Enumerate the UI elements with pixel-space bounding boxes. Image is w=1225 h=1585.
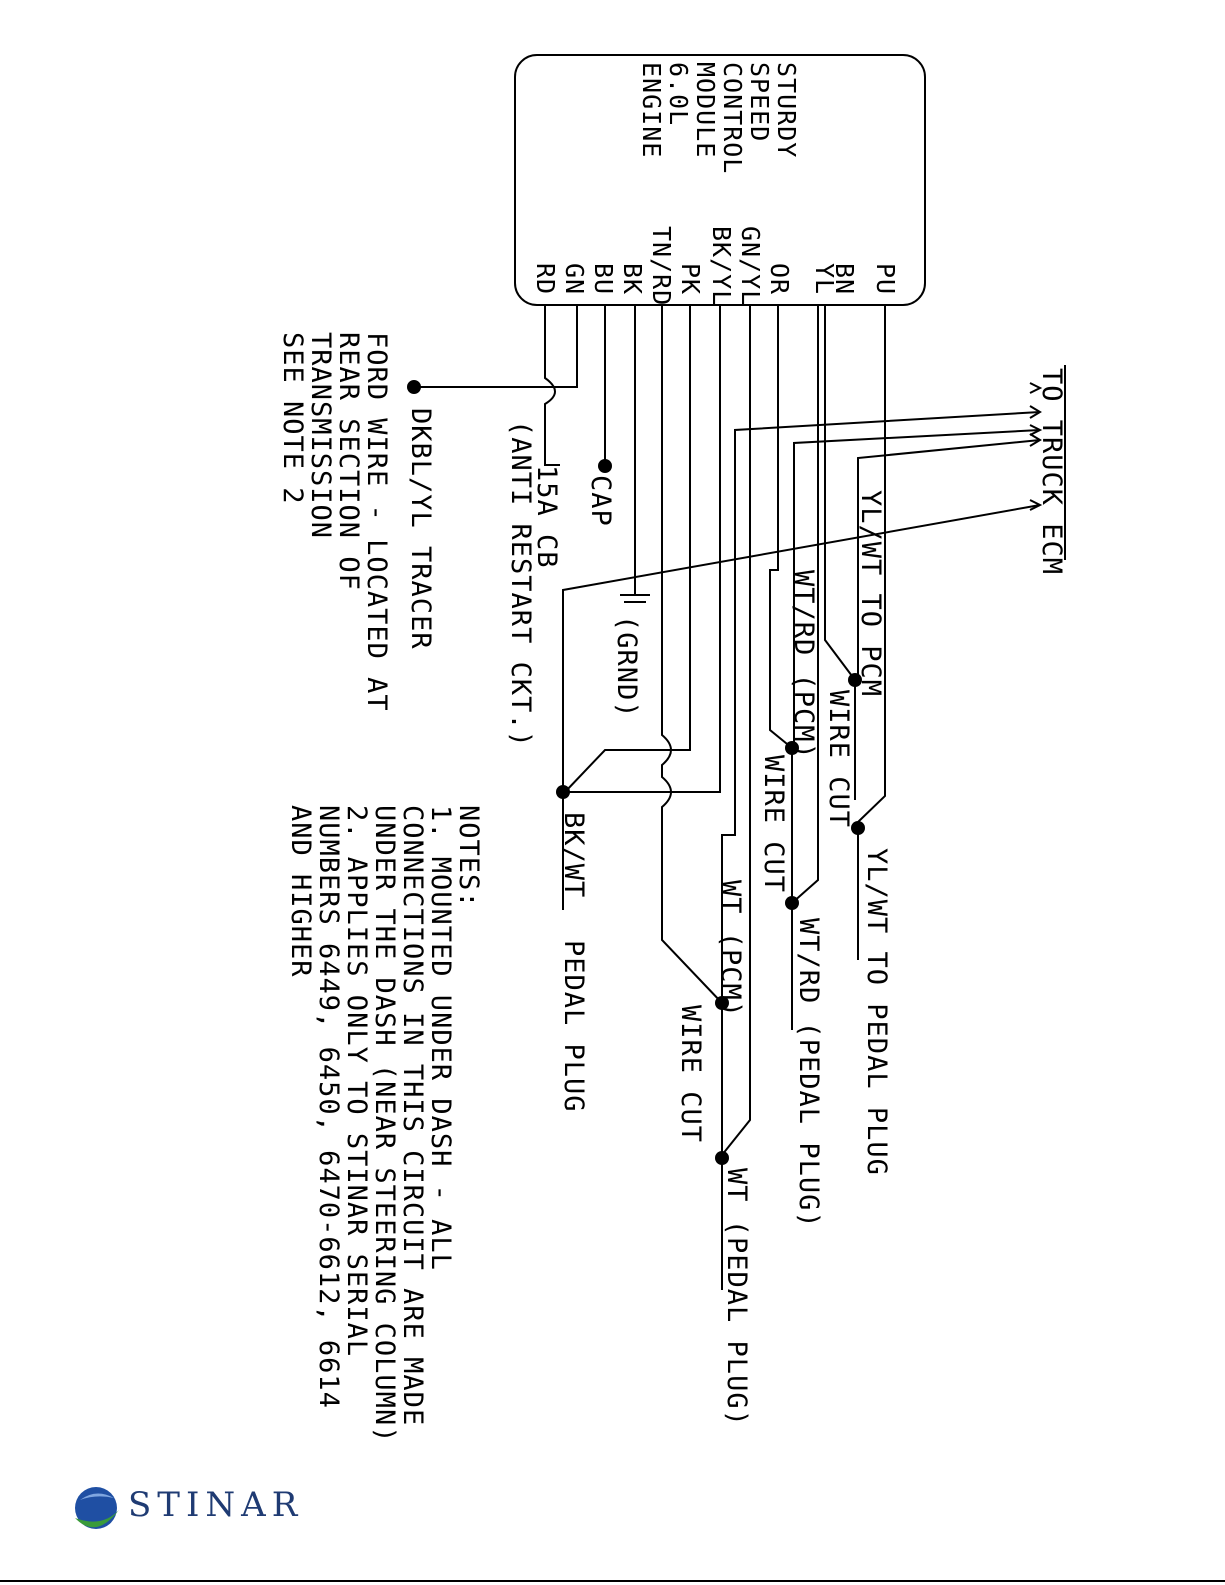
junction-dot [851,821,865,835]
bottom-rule [0,1580,1225,1582]
wires [414,305,1066,1290]
wire-tn-rd [661,305,723,1004]
module-title-line-1: STURDY [772,62,801,158]
pin-label-or: OR [765,263,794,295]
pin-label-bk-yl: BK/YL [707,226,736,306]
pin-label-pk: PK [676,263,705,295]
stinar-logo [75,1487,119,1529]
logo-highlight-icon [80,1493,114,1500]
cap-label: CAP [585,475,616,527]
wire-wt-rd-pcm [793,429,1041,748]
module-title-line-2: SPEED [745,62,774,142]
module-title-line-6: ENGINE [637,62,666,158]
junctions [407,380,865,1165]
notes: NOTES: 1. MOUNTED UNDER DASH - ALL CONNE… [285,805,484,1443]
ford-wire-line-3: TRANSMISSION [305,332,336,539]
ford-wire-line-1: FORD WIRE - LOCATED AT [361,332,392,712]
notes-line-4: 2. APPLIES ONLY TO STINAR SERIAL [341,805,372,1357]
wire-gn [414,305,578,388]
junction-dot [407,380,421,394]
junction-dot [785,741,799,755]
wire-pu [857,305,886,823]
circuit-breaker-label: 15A CB [531,465,562,569]
pin-label-pu: PU [871,263,900,295]
pin-label-tn-rd: TN/RD [647,226,676,306]
notes-line-3: UNDER THE DASH (NEAR STEERING COLUMN) [369,805,400,1443]
notes-line-6: AND HIGHER [285,805,316,978]
ford-wire-line-2: REAR SECTION OF [333,332,364,591]
arrow-head-5 [1029,499,1043,511]
wire-cut-label-2: WIRE CUT [758,755,789,893]
junction-dot [598,459,612,473]
pedal-plug-label: PEDAL PLUG [558,940,589,1113]
arrows [1029,382,1043,511]
wt-rd-pedal-plug-label: WT/RD (PEDAL PLUG) [793,918,824,1229]
notes-line-1: 1. MOUNTED UNDER DASH - ALL [425,805,456,1271]
arrow-head-4 [1029,433,1042,447]
wire-or [769,305,793,749]
module-title: STURDY SPEED CONTROL MODULE 6.0L ENGINE [637,62,801,174]
module-pins: PU BN YL OR GN/YL BK/YL PK TN/RD BK BU G… [531,226,900,306]
wire-rd [544,305,560,466]
junction-dot [556,785,570,799]
wire-yl [791,305,819,904]
wire-bk-wt [562,504,1041,792]
pin-label-rd: RD [531,263,560,295]
wire-labels: TO TRUCK ECM YL/WT TO PCM WIRE CUT YL/WT… [277,332,1067,1427]
logo-swoosh-icon [75,1510,119,1528]
junction-dot [715,1151,729,1165]
wt-pedal-plug-label: WT (PEDAL PLUG) [721,1168,752,1427]
arrow-head-2 [1029,405,1042,419]
arrow-head-3 [1029,424,1043,436]
yl-wt-to-pcm-label: YL/WT TO PCM [855,490,886,697]
arrow-head-1 [1029,382,1043,394]
pin-label-bn: BN [830,263,859,295]
ford-wire-line-4: SEE NOTE 2 [277,332,308,505]
bk-wt-label: BK/WT [558,812,589,898]
wire-bk-yl [565,305,721,793]
yl-wt-to-pedal-plug-label: YL/WT TO PEDAL PLUG [861,848,892,1176]
wire-cut-label-3: WIRE CUT [675,1005,706,1143]
pin-label-gn-yl: GN/YL [736,226,765,306]
anti-restart-label: (ANTI RESTART CKT.) [505,420,536,748]
notes-title: NOTES: [453,805,484,909]
notes-line-5: NUMBERS 6449, 6450, 6470-6612, 6614 [313,805,344,1409]
wire-wt-pcm [721,411,1041,1003]
junction-dot [785,896,799,910]
wt-pcm-label: WT (PCM) [715,880,746,1018]
junction-dot [848,673,862,687]
wire-cut-label-1: WIRE CUT [823,690,854,828]
wt-rd-pcm-label: WT/RD (PCM) [788,570,819,760]
wire-pk [564,305,691,793]
notes-line-2: CONNECTIONS IN THIS CIRCUIT ARE MADE [397,805,428,1426]
module-title-line-3: CONTROL [718,62,747,174]
junction-dot [715,996,729,1010]
wire-bn [824,305,856,681]
stinar-logo-text: STINAR [128,1485,304,1525]
pin-label-bk: BK [618,263,647,295]
pin-label-gn: GN [560,263,589,295]
wire-gn-yl [721,305,751,1156]
pin-label-yl: YL [810,263,839,295]
pin-label-bu: BU [589,263,618,295]
tracer-label: DKBL/YL TRACER [405,408,436,650]
module-title-line-4: MODULE [691,62,720,158]
module-title-line-5: 6.0L [664,62,693,126]
ground-label: (GRND) [611,615,642,719]
to-truck-ecm-label: TO TRUCK ECM [1036,368,1067,575]
